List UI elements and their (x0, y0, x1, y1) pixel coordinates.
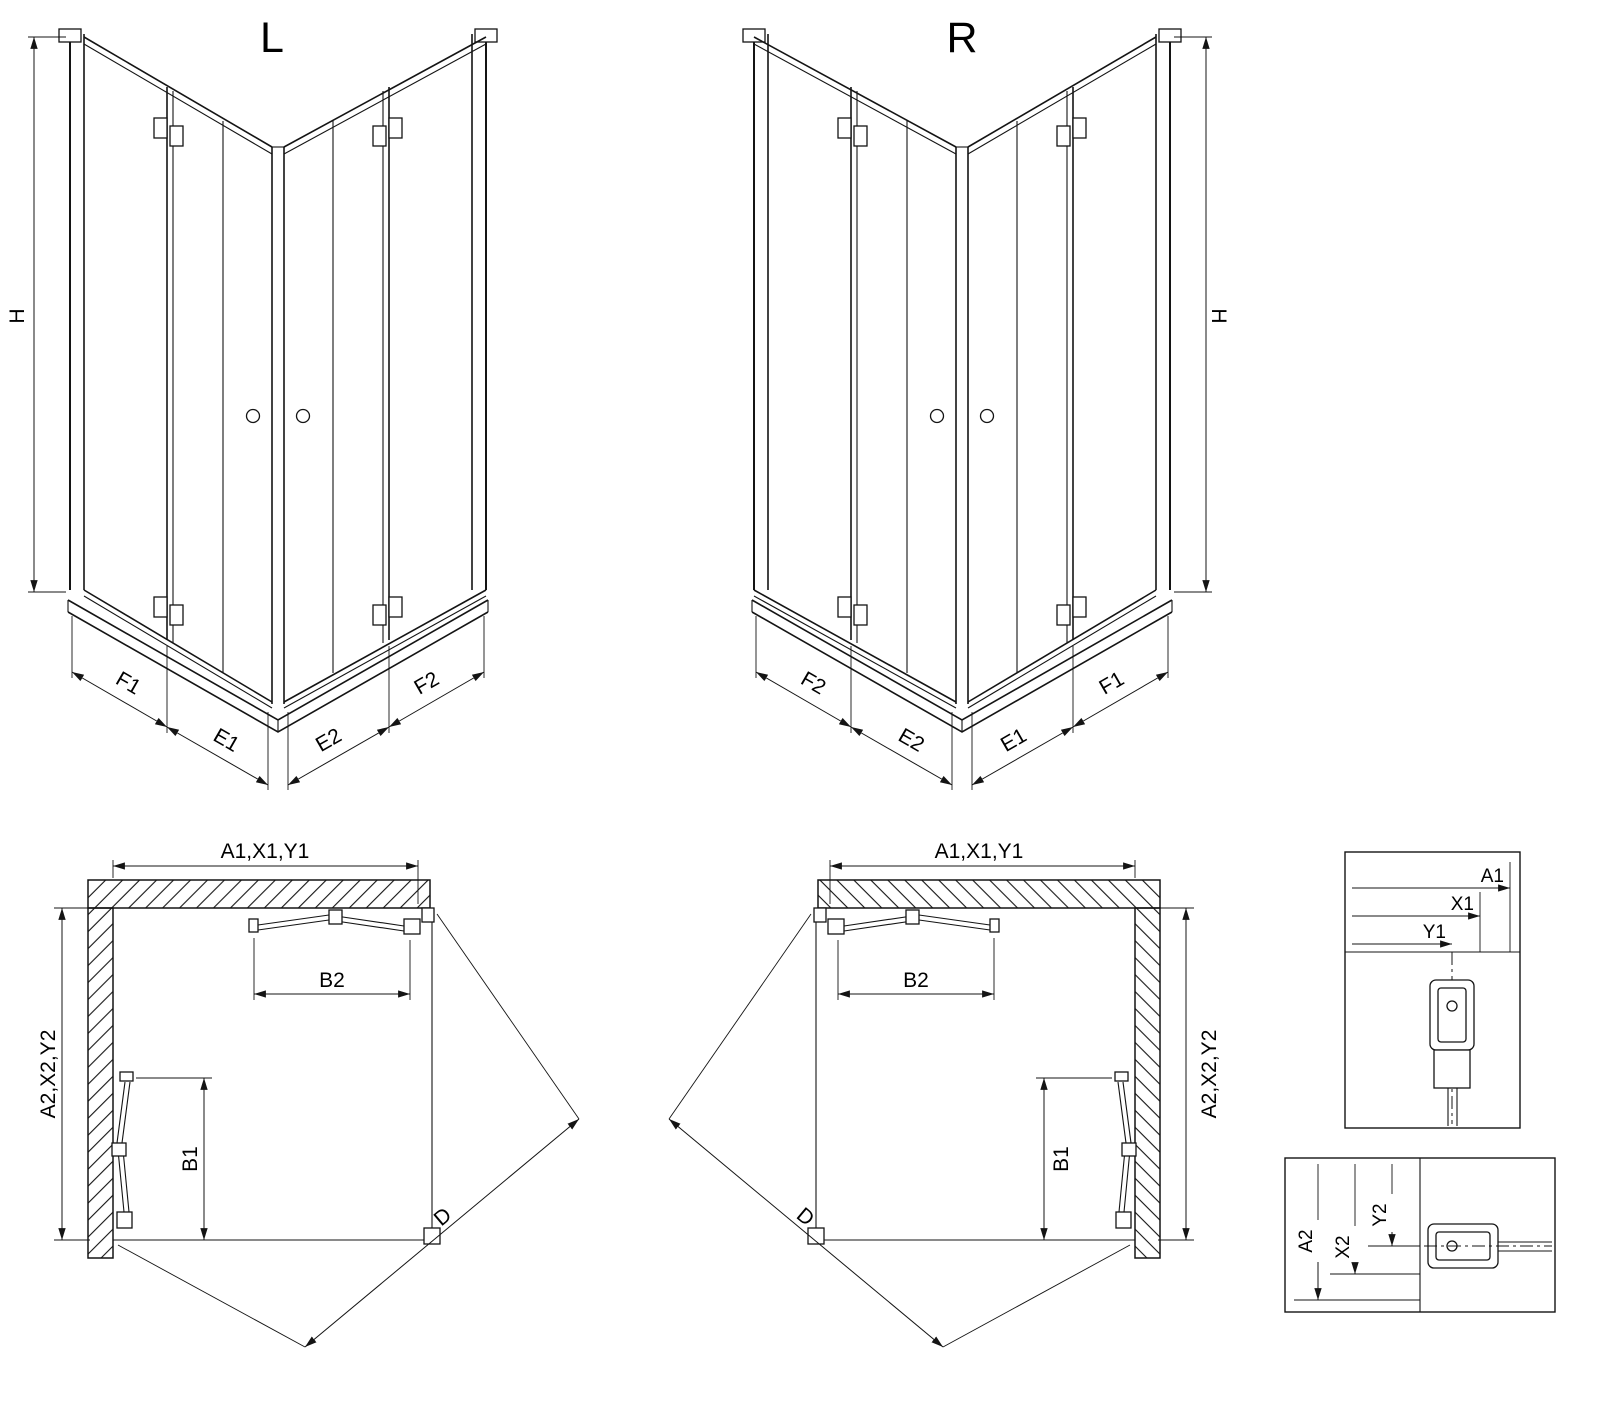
dim-label-f1-left-view: F1 (112, 667, 145, 699)
dim-label-a1-detail: A1 (1481, 866, 1504, 887)
plan-right-linework (669, 860, 1194, 1347)
dim-label-h-left-view: H (6, 308, 29, 323)
view-title-left: L (260, 14, 284, 62)
dim-label-d-right-plan: D (792, 1203, 818, 1230)
dim-label-depth-left-plan: A2,X2,Y2 (37, 1030, 60, 1119)
dim-label-b1-left-plan: B1 (179, 1146, 202, 1172)
dim-label-f2-left-view: F2 (410, 667, 443, 699)
dim-label-x2-detail: X2 (1333, 1235, 1354, 1258)
dim-label-f2-right-view: F2 (797, 667, 830, 699)
view-title-right: R (946, 14, 977, 62)
dim-label-y2-detail: Y2 (1370, 1203, 1391, 1226)
dim-label-depth-right-plan: A2,X2,Y2 (1198, 1030, 1221, 1119)
dim-label-width-left-plan: A1,X1,Y1 (221, 840, 310, 863)
plan-left-linework (54, 860, 579, 1347)
dim-label-b2-right-plan: B2 (903, 969, 929, 992)
iso-view-left: L H F1 E1 E2 F2 (6, 14, 497, 790)
plan-view-left: A1,X1,Y1 A2,X2,Y2 B2 B1 D (37, 840, 579, 1347)
iso-view-right: R H F2 E2 E1 F1 (743, 14, 1230, 790)
detail-view-horizontal-adjustment: A1 X1 Y1 (1344, 851, 1521, 1129)
dim-label-h-right-view: H (1207, 308, 1230, 323)
dim-label-b1-right-plan: B1 (1050, 1146, 1073, 1172)
dim-label-x1-detail: X1 (1451, 894, 1474, 915)
dim-label-a2-detail: A2 (1296, 1229, 1317, 1252)
dim-label-e2-right-view: E2 (894, 724, 928, 757)
dim-label-b2-left-plan: B2 (319, 969, 345, 992)
wall-profile-section (1429, 979, 1475, 1126)
bottom-profile-section (1424, 1223, 1552, 1269)
detail-view-vertical-adjustment: A2 X2 Y2 (1284, 1157, 1556, 1313)
plan-view-right: A1,X1,Y1 A2,X2,Y2 B2 B1 D (669, 840, 1221, 1347)
dim-label-e1-left-view: E1 (209, 724, 243, 757)
dim-label-e2-left-view: E2 (312, 724, 346, 757)
dim-label-e1-right-view: E1 (997, 724, 1031, 757)
dim-label-y1-detail: Y1 (1423, 922, 1446, 943)
detail-box-frame (1344, 851, 1521, 1129)
dim-label-f1-right-view: F1 (1095, 667, 1128, 699)
dim-label-width-right-plan: A1,X1,Y1 (935, 840, 1024, 863)
dim-label-d-left-plan: D (430, 1203, 456, 1230)
